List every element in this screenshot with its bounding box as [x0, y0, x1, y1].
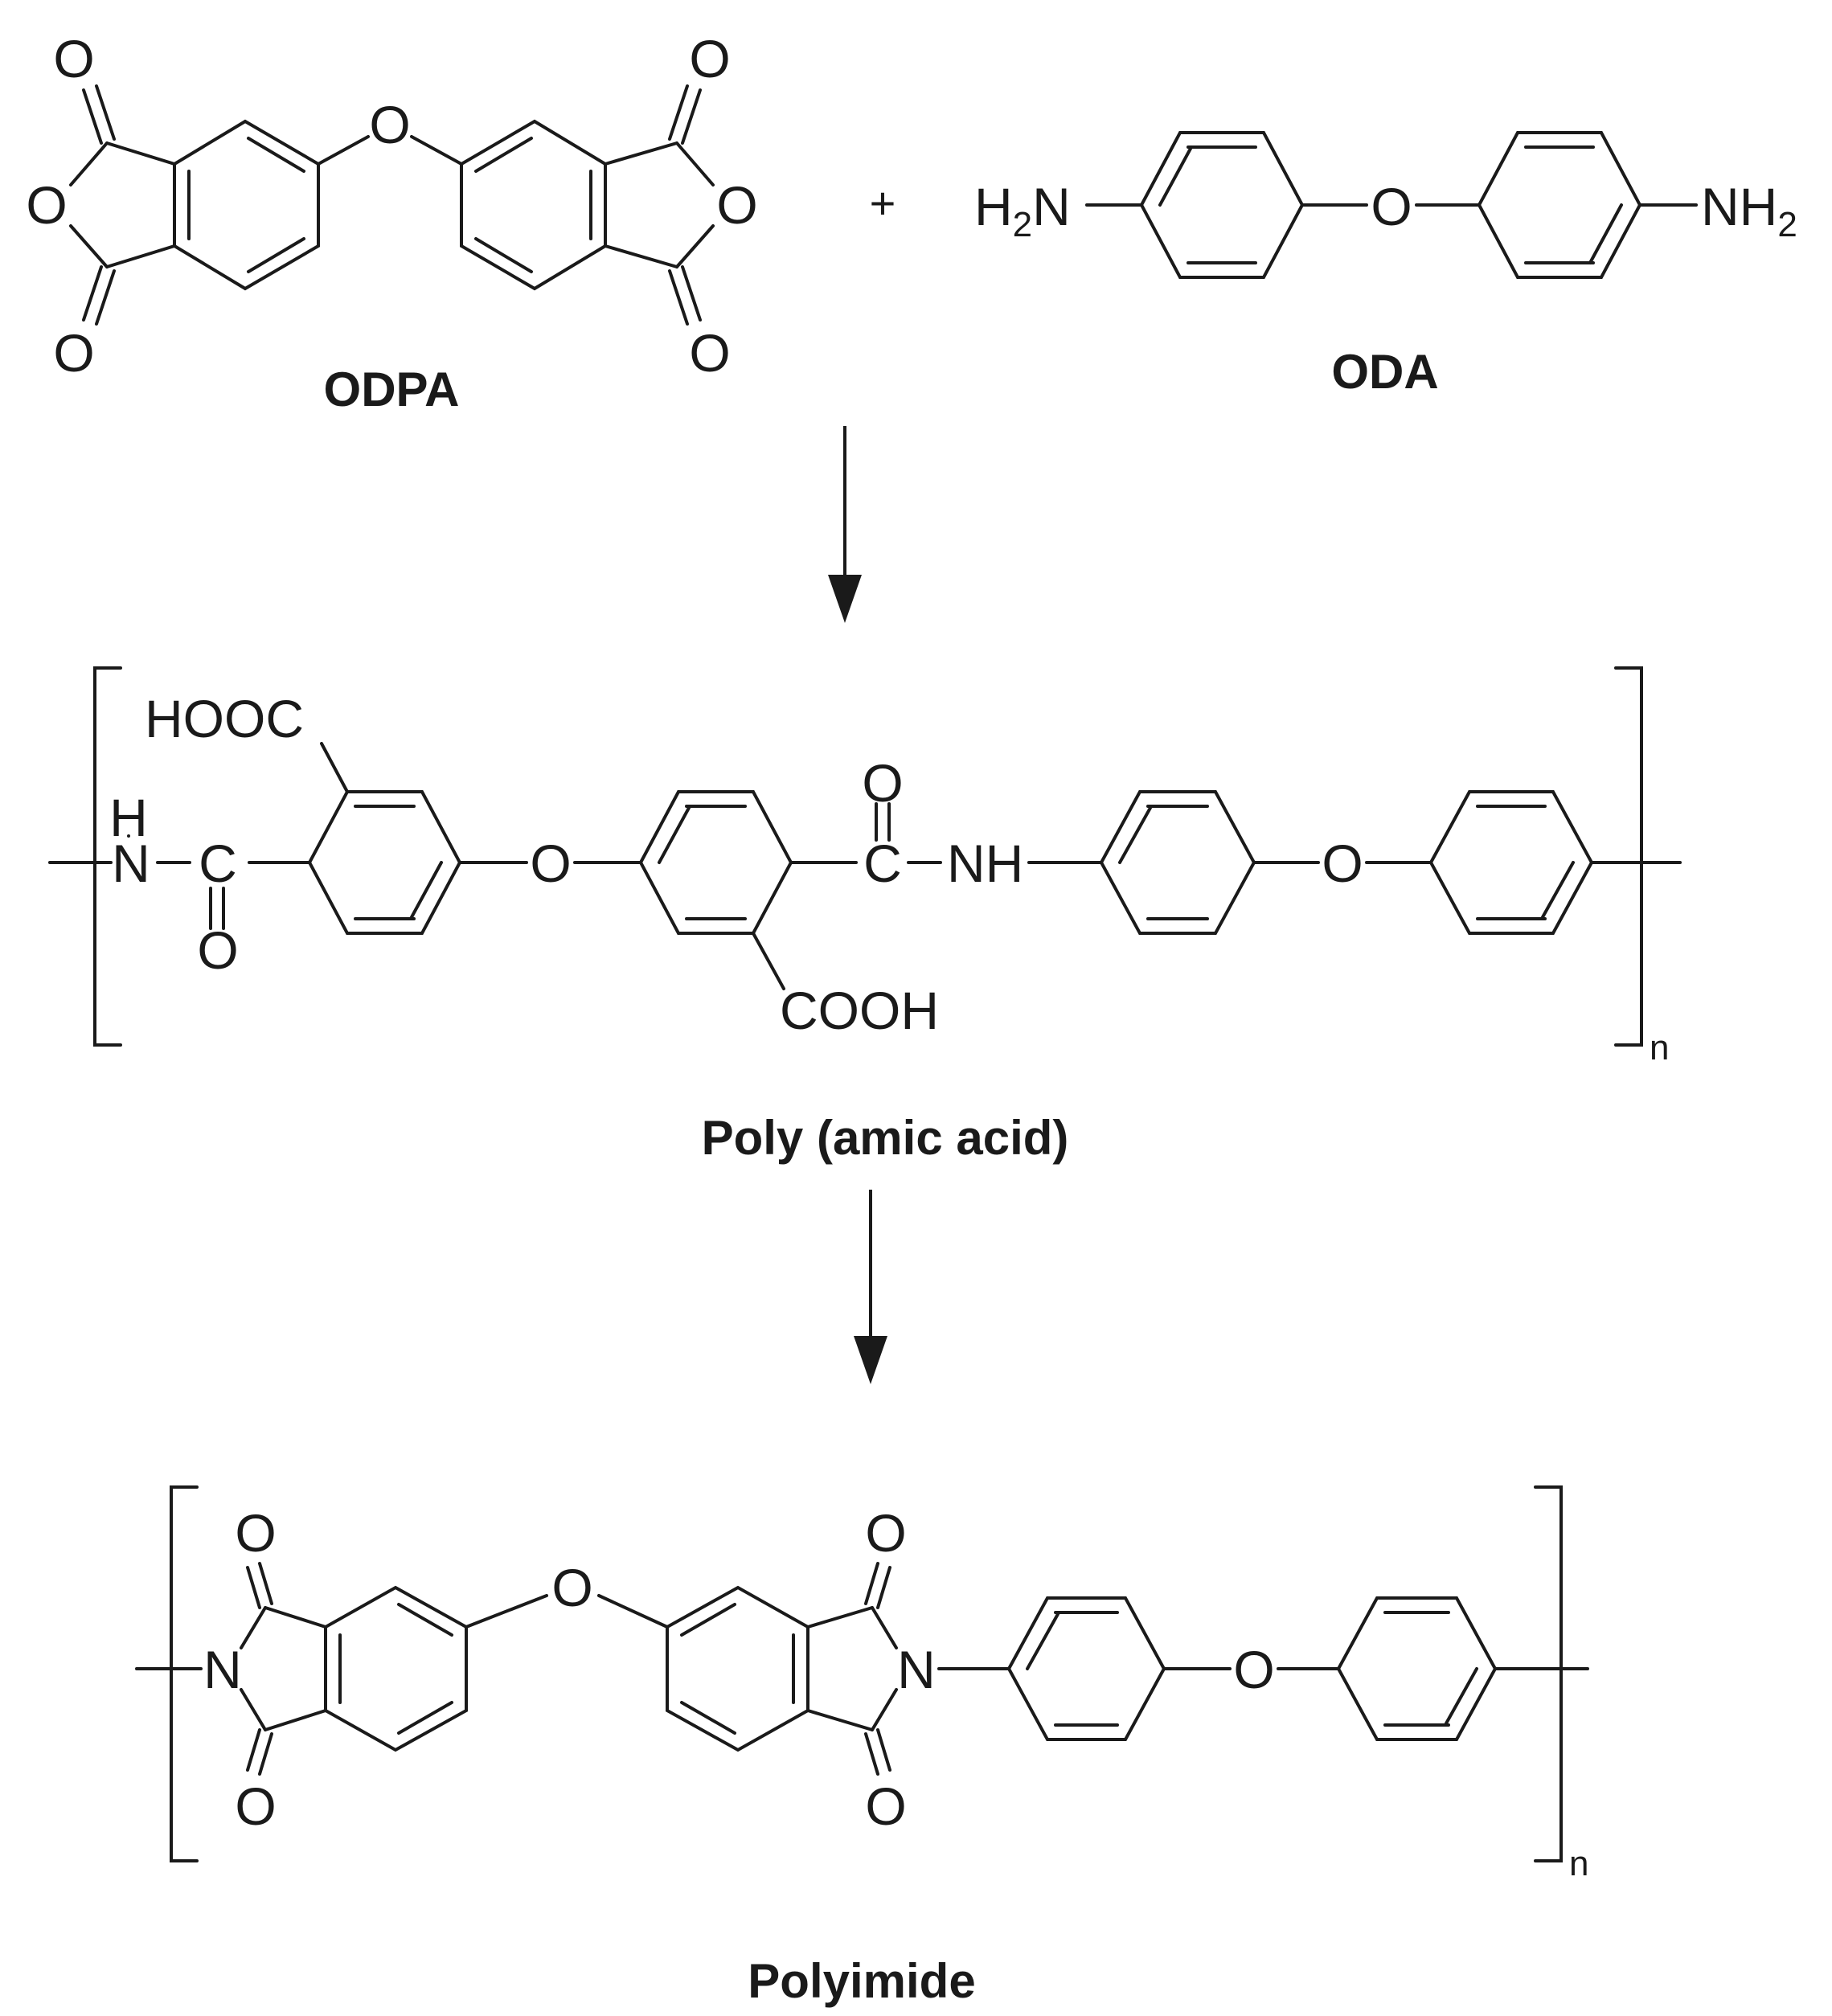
paa-cooh-group: COOH [780, 981, 939, 1040]
reaction-arrow-2 [854, 1190, 887, 1384]
paa-n-atom: N [112, 834, 150, 893]
oda-amine-right: NH2 [1701, 177, 1797, 244]
paa-c-atom-right: C [863, 834, 902, 893]
paa-o-atom-left: O [197, 920, 238, 980]
pi-ether-o-1: O [551, 1558, 592, 1617]
odpa-bridge-o: O [369, 95, 410, 154]
oda-amine-left: H2N [974, 177, 1071, 244]
paa-c-atom-left: C [199, 834, 237, 893]
paa-ether-o-2: O [1322, 834, 1363, 893]
odpa-carbonyl-o-top-right: O [689, 29, 730, 88]
polyimide-structure: N O O O O O N O n [135, 1485, 1589, 1883]
paa-hooc-group: HOOC [145, 689, 304, 748]
paa-ether-o-1: O [530, 834, 571, 893]
reaction-arrow-1 [828, 426, 862, 623]
pi-o-atom-top-right: O [865, 1503, 906, 1563]
oda-label: ODA [1331, 345, 1438, 399]
paa-nh-group: NH [947, 834, 1023, 893]
odpa-carbonyl-o-bottom-left: O [53, 323, 94, 383]
odpa-carbonyl-o-bottom-right: O [689, 323, 730, 383]
odpa-label: ODPA [324, 363, 460, 416]
odpa-structure: O O O O O O O [26, 29, 757, 383]
odpa-ring-o-left: O [26, 175, 67, 235]
oda-structure: H2N O NH2 [974, 131, 1797, 279]
odpa-carbonyl-o-top-left: O [53, 29, 94, 88]
pi-repeat-n: n [1569, 1844, 1588, 1883]
plus-sign: + [870, 178, 896, 228]
pi-ether-o-2: O [1233, 1640, 1274, 1699]
poly-amic-acid-label: Poly (amic acid) [702, 1111, 1069, 1165]
polyimide-label: Polyimide [748, 1954, 975, 2008]
paa-repeat-n: n [1650, 1028, 1669, 1067]
pi-n-atom-left: N [203, 1640, 242, 1699]
pi-o-atom-bottom-right: O [865, 1776, 906, 1836]
odpa-ring-o-right: O [716, 175, 757, 235]
oda-bridge-o: O [1371, 177, 1412, 236]
pi-n-atom-right: N [897, 1640, 936, 1699]
poly-amic-acid-structure: H N C O HOOC O O C NH COOH O n [48, 666, 1682, 1067]
paa-o-atom-right: O [862, 753, 903, 813]
pi-o-atom-bottom-left: O [235, 1776, 276, 1836]
paa-h-atom: H [109, 788, 148, 847]
pi-o-atom-top-left: O [235, 1503, 276, 1563]
